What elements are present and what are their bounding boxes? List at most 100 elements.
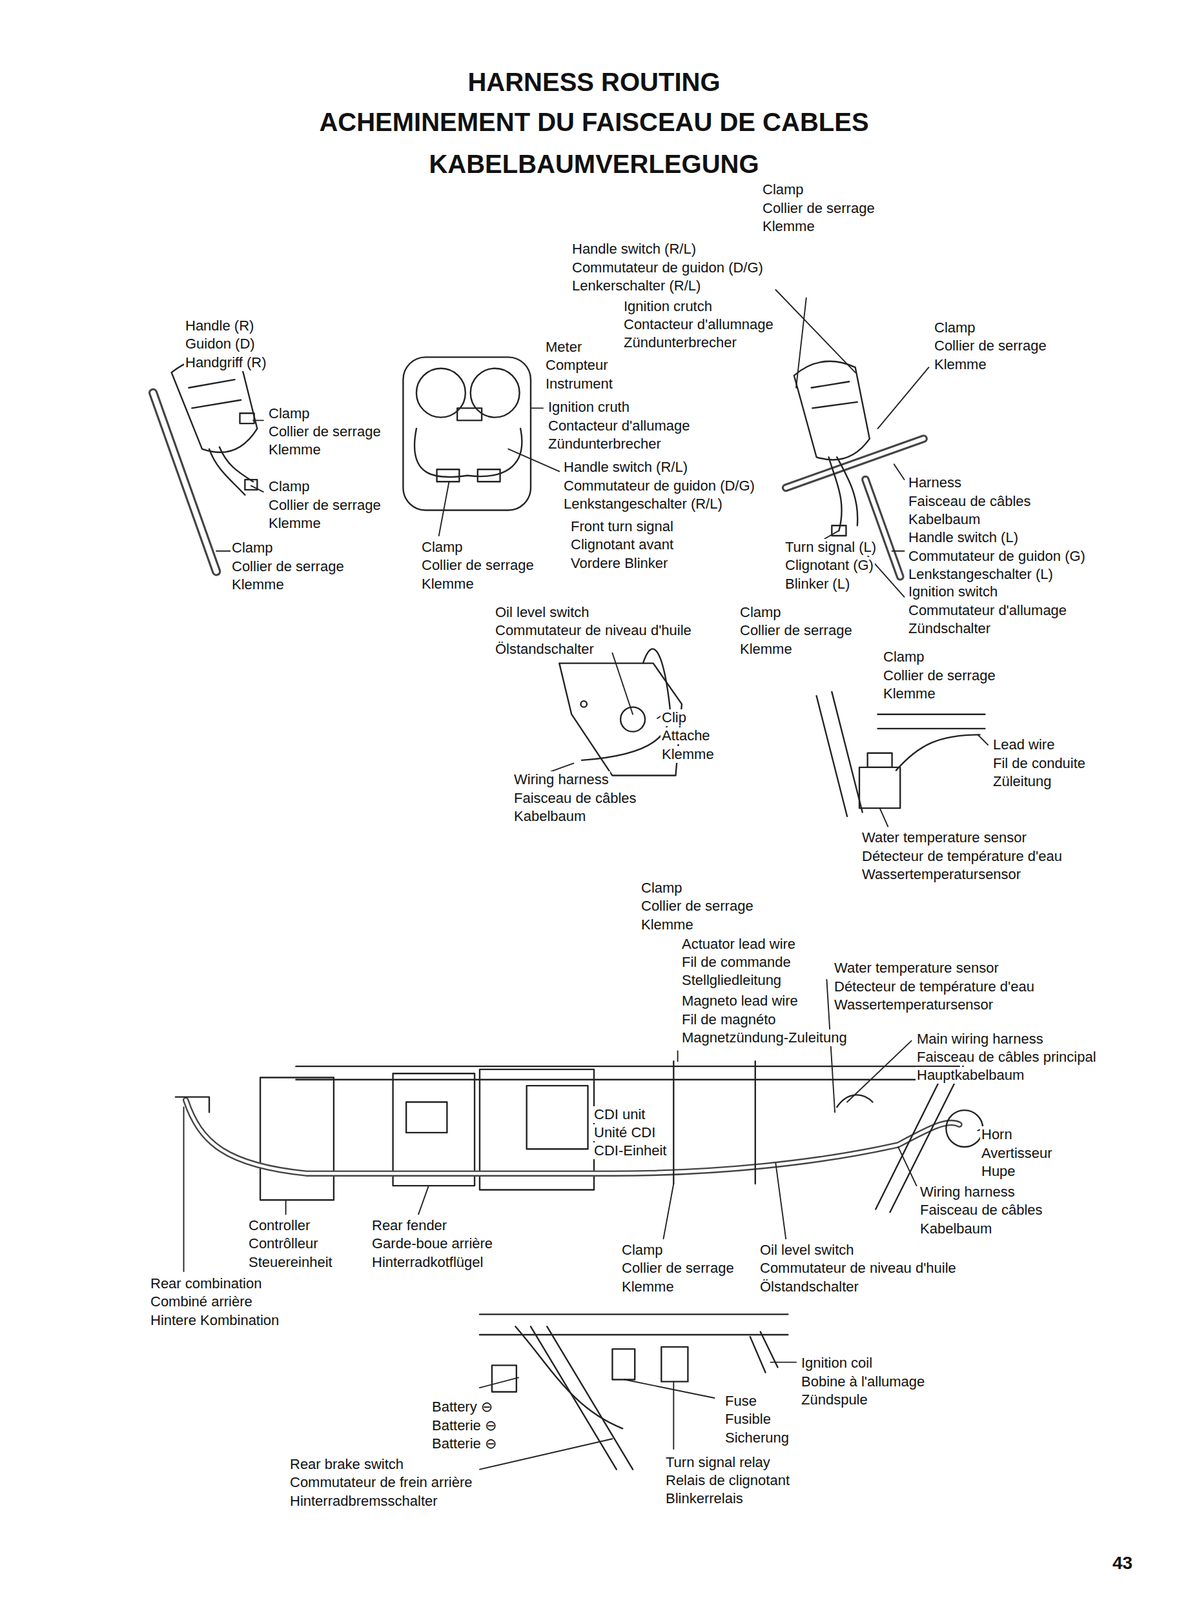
part-callout: Actuator lead wire xyxy=(680,936,797,953)
part-callout: Lead wire xyxy=(991,736,1056,754)
part-callout: Rear brake switch xyxy=(288,1456,405,1474)
part-callout: Klemme xyxy=(230,576,286,594)
part-callout: Handle switch (L) xyxy=(907,529,1020,547)
part-callout: Clamp xyxy=(230,539,275,557)
part-callout: Clamp xyxy=(620,1242,665,1260)
part-callout: Handgriff (R) xyxy=(184,354,268,372)
part-callout: Meter xyxy=(544,338,584,356)
part-callout: Clignotant avant xyxy=(569,536,675,554)
part-callout: Kabelbaum xyxy=(918,1220,994,1238)
part-callout: Klemme xyxy=(881,685,937,703)
part-callout: Fuse xyxy=(723,1393,758,1411)
part-callout: Handle (R) xyxy=(184,317,256,335)
part-callout: Clamp xyxy=(761,181,806,199)
part-callout: Klemme xyxy=(267,441,323,459)
sensor-figure xyxy=(816,692,986,817)
part-callout: Controller xyxy=(247,1217,312,1235)
part-callout: Collier de serrage xyxy=(267,497,383,514)
part-callout: Turn signal (L) xyxy=(783,539,878,556)
part-callout: Fil de commande xyxy=(680,954,793,972)
part-callout: Klemme xyxy=(660,746,716,764)
part-callout: Zündspule xyxy=(799,1392,870,1409)
part-callout: Fil de conduite xyxy=(991,755,1087,773)
part-callout: Clamp xyxy=(267,405,312,423)
part-callout: Détecteur de température d'eau xyxy=(860,848,1064,866)
part-callout: Wassertemperatursensor xyxy=(832,996,995,1014)
part-callout: Commutateur de niveau d'huile xyxy=(758,1260,958,1278)
part-callout: Ölstandschalter xyxy=(493,641,596,658)
part-callout: Relais de clignotant xyxy=(664,1472,791,1490)
part-callout: Faisceau de câbles xyxy=(907,493,1033,511)
part-callout: Instrument xyxy=(544,375,615,393)
part-callout: Bobine à l'allumage xyxy=(799,1373,926,1391)
part-callout: Fil de magnéto xyxy=(680,1011,778,1029)
title-heading: KABELBAUMVERLEGUNG xyxy=(0,149,1188,179)
part-callout: Attache xyxy=(660,727,712,745)
part-callout: Lenkerschalter (R/L) xyxy=(570,277,702,295)
part-callout: Vordere Blinker xyxy=(569,555,669,573)
part-callout: Ölstandschalter xyxy=(758,1279,861,1296)
part-callout: Klemme xyxy=(620,1279,676,1296)
part-callout: Commutateur de guidon (D/G) xyxy=(570,259,765,277)
part-callout: Clamp xyxy=(420,539,465,556)
part-callout: Wiring harness xyxy=(918,1184,1017,1201)
part-callout: Lenkstangeschalter (L) xyxy=(907,566,1055,584)
part-callout: Collier de serrage xyxy=(738,622,854,640)
title-heading: HARNESS ROUTING xyxy=(0,67,1188,97)
meter-figure xyxy=(402,357,531,511)
part-callout: Klemme xyxy=(761,218,817,236)
part-callout: Collier de serrage xyxy=(932,337,1048,355)
part-callout: Ignition crutch xyxy=(622,298,714,316)
part-callout: Contacteur d'allumnage xyxy=(622,316,775,334)
part-callout: Commutateur de niveau d'huile xyxy=(493,622,693,640)
part-callout: Hupe xyxy=(980,1163,1017,1181)
part-callout: Züleitung xyxy=(991,773,1054,791)
part-callout: Klemme xyxy=(420,575,476,593)
part-callout: Batterie ⊖ xyxy=(430,1417,498,1435)
frame-figure xyxy=(175,1061,983,1213)
part-callout: Water temperature sensor xyxy=(860,829,1028,847)
part-callout: CDI-Einheit xyxy=(592,1142,668,1160)
part-callout: Contacteur d'allumage xyxy=(546,417,691,435)
part-callout: Klemme xyxy=(932,356,988,374)
part-callout: Horn xyxy=(980,1126,1014,1144)
part-callout: Handle switch (R/L) xyxy=(562,459,689,476)
part-callout: Hinterradkotflügel xyxy=(370,1254,485,1272)
part-callout: Turn signal relay xyxy=(664,1454,772,1472)
part-callout: Unité CDI xyxy=(592,1124,657,1142)
part-callout: Wassertemperatursensor xyxy=(860,866,1023,884)
part-callout: Klemme xyxy=(738,641,794,658)
part-callout: Commutateur de guidon (D/G) xyxy=(562,477,757,495)
part-callout: Hinterradbremsschalter xyxy=(288,1493,440,1511)
part-callout: Zündschalter xyxy=(907,620,992,638)
part-callout: Compteur xyxy=(544,357,610,374)
part-callout: Handle switch (R/L) xyxy=(570,240,698,258)
part-callout: Guidon (D) xyxy=(184,335,257,353)
part-callout: Kabelbaum xyxy=(907,511,982,529)
part-callout: Blinker (L) xyxy=(783,575,851,593)
part-callout: Battery ⊖ xyxy=(430,1399,494,1416)
part-callout: Magneto lead wire xyxy=(680,993,800,1010)
part-callout: Collier de serrage xyxy=(420,557,536,574)
part-callout: Clamp xyxy=(932,319,977,337)
part-callout: Commutateur de frein arrière xyxy=(288,1474,474,1492)
part-callout: Commutateur d'allumage xyxy=(907,602,1068,620)
part-callout: Wiring harness xyxy=(512,771,611,789)
part-callout: Ignition switch xyxy=(907,583,999,601)
part-callout: Collier de serrage xyxy=(881,667,997,685)
part-callout: Avertisseur xyxy=(980,1145,1054,1163)
part-callout: Commutateur de guidon (G) xyxy=(907,548,1087,565)
part-callout: Stellgliedleitung xyxy=(680,972,783,990)
part-callout: Hauptkabelbaum xyxy=(915,1067,1026,1085)
part-callout: Collier de serrage xyxy=(267,423,383,441)
title-heading: ACHEMINEMENT DU FAISCEAU DE CABLES xyxy=(0,107,1188,137)
part-callout: Garde-boue arrière xyxy=(370,1235,494,1253)
part-callout: Fusible xyxy=(723,1411,773,1429)
part-callout: Kabelbaum xyxy=(512,808,587,826)
part-callout: Klemme xyxy=(639,916,695,934)
part-callout: CDI unit xyxy=(592,1106,647,1124)
part-callout: Clignotant (G) xyxy=(783,557,875,574)
part-callout: Lenkstangeschalter (R/L) xyxy=(562,495,724,513)
part-callout: Clamp xyxy=(881,648,926,666)
